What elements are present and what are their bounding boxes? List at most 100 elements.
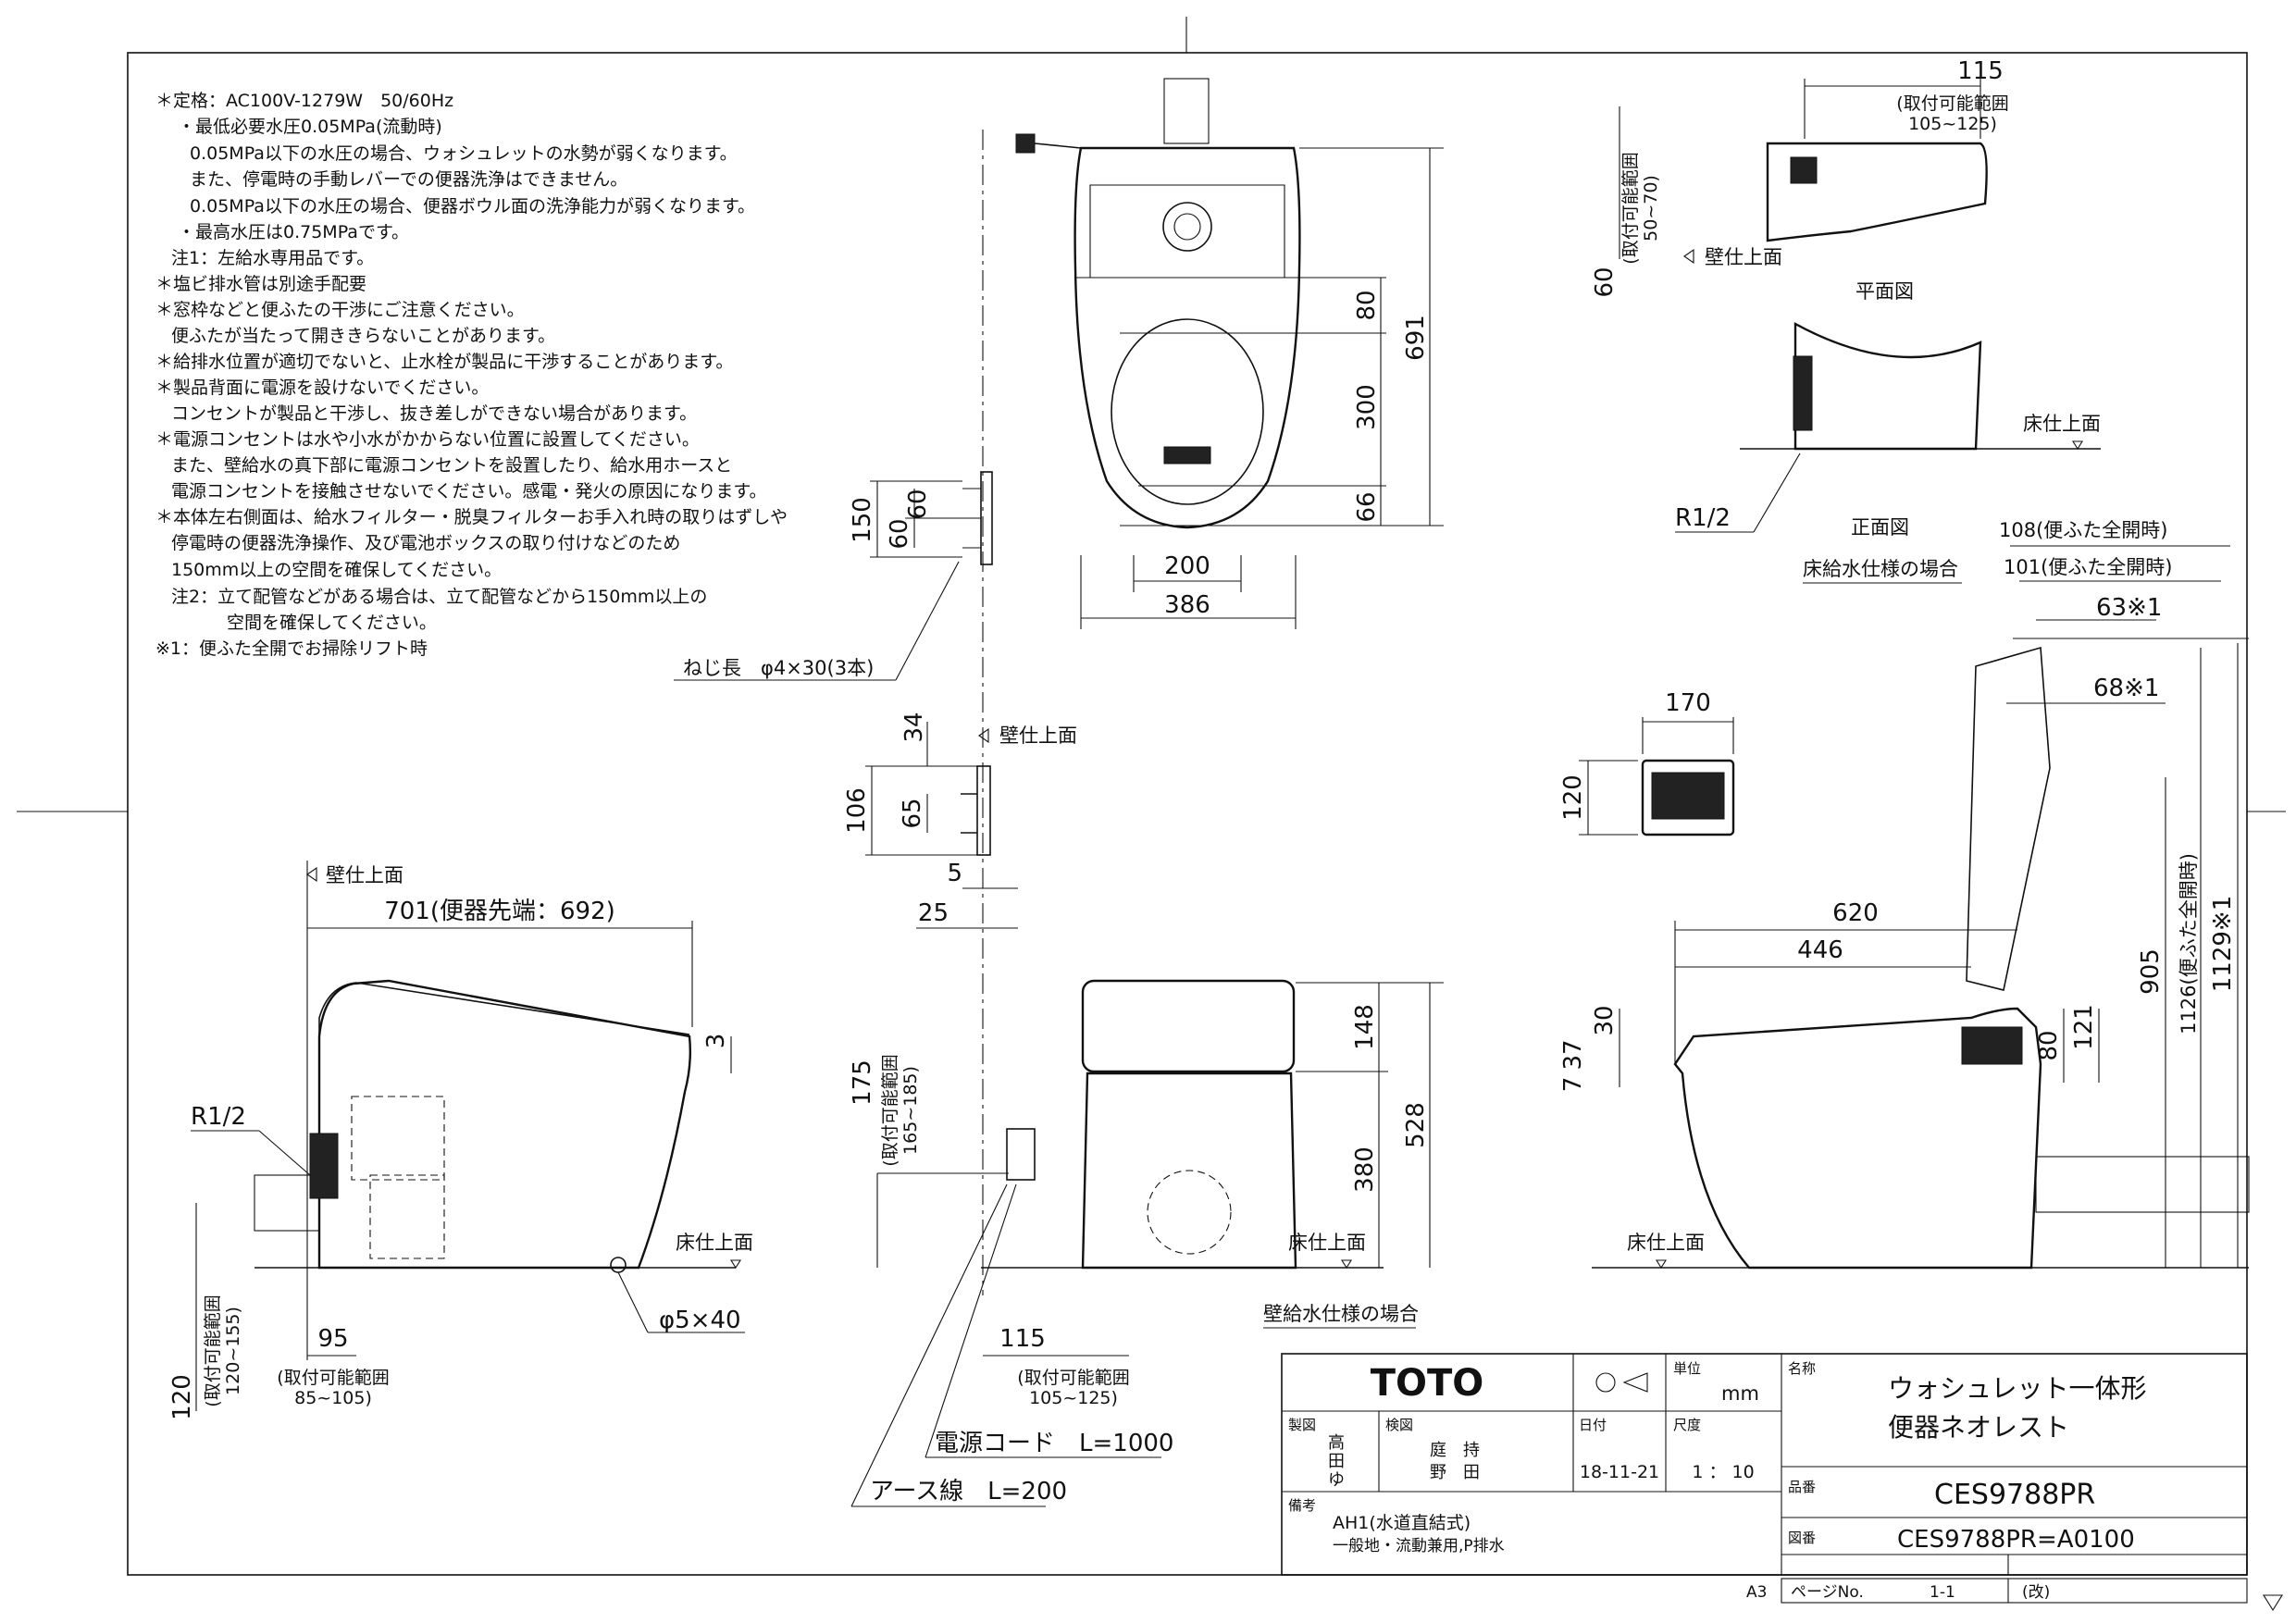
dim-691: 691 [1402, 315, 1430, 361]
name-label: 名称 [1788, 1360, 1816, 1377]
note-line: 電源コンセントを接触させないでください。感電・発火の原因になります。 [171, 481, 767, 502]
dim-68: 68※1 [2093, 675, 2159, 702]
checked-label: 検図 [1385, 1417, 1413, 1433]
checked-by: 庭 持 [1430, 1441, 1480, 1460]
note-line: ＊定格：AC100V-1279W 50/60Hz [155, 91, 453, 111]
product-name-2: 便器ネオレスト [1888, 1412, 2069, 1443]
plan-outline [1766, 142, 1988, 242]
tank-cover [1089, 184, 1285, 279]
vent-slot [1163, 446, 1211, 465]
orientation-mark [2263, 1594, 2283, 1612]
date: 18-11-21 [1580, 1462, 1659, 1482]
floor-finish-label: 床仕上面 [1288, 1232, 1366, 1254]
wall-marker [978, 727, 989, 744]
drawn-by: ゆ [1328, 1470, 1345, 1490]
note-line: ＊塩ビ排水管は別途手配要 [155, 274, 366, 294]
note-line: ＊窓枠などと便ふたの干渉にご注意ください。 [155, 300, 525, 320]
side-view-right: 108(便ふた全開時) 101(便ふた全開時) 63※1 68※1 620 44… [1559, 519, 2250, 1270]
note-line: 停電時の便器洗浄操作、及び電池ボックスの取り付けなどのため [171, 533, 680, 553]
dim-148: 148 [1351, 1004, 1379, 1050]
dim-120: 120 [1559, 774, 1587, 821]
dim-5: 5 [947, 860, 962, 887]
date-label: 日付 [1579, 1417, 1607, 1433]
note-line: 空間を確保してください。 [227, 613, 437, 633]
note-line: ＊製品背面に電源を設けないでください。 [155, 378, 489, 398]
dim-80: 80 [1353, 290, 1381, 320]
brand-logo: TOTO [1371, 1362, 1484, 1405]
dim-34: 34 [900, 712, 928, 742]
note-line: 注2：立て配管などがある場合は、立て配管などから150mm以上の [171, 587, 707, 607]
earth-label: アース線 L=200 [870, 1478, 1067, 1505]
front-view: 床仕上面 壁給水仕様の場合 148 380 528 175 (取付可能範囲165… [849, 979, 1444, 1507]
dim-7: 7 [1559, 1077, 1587, 1093]
bowl-outline [1074, 146, 1301, 529]
anchor-bolt [610, 1257, 627, 1273]
note-line: また、停電時の手動レバーでの便器洗浄はできません。 [190, 169, 627, 190]
floor-finish-label: 床仕上面 [676, 1232, 753, 1254]
drain-pipe [1163, 78, 1210, 144]
unit: mm [1721, 1382, 1759, 1405]
dim-115: 115 [999, 1325, 1046, 1353]
dim-1126: 1126(便ふた全開時) [2178, 853, 2200, 1035]
part-label: 品番 [1788, 1479, 1816, 1495]
body-outline [317, 979, 692, 1270]
internal-parts [369, 1174, 445, 1259]
floor-marker [2072, 440, 2083, 451]
bracket-plate [976, 765, 991, 856]
bowl-opening [1111, 318, 1264, 505]
front-outline [1793, 321, 1982, 451]
general-notes: ＊定格：AC100V-1279W 50/60Hz ・最低必要水圧0.05MPa(… [155, 91, 788, 659]
note-line: ・最低必要水圧0.05MPa(流動時) [178, 117, 442, 137]
product-name-1: ウォシュレット一体形 [1888, 1373, 2146, 1404]
note-line: コンセントが製品と干渉し、抜き差しができない場合があります。 [171, 403, 697, 424]
wall-marker [306, 866, 317, 883]
remarks-2: 一般地・流動兼用,P排水 [1333, 1537, 1505, 1555]
case-caption: 床給水仕様の場合 [1803, 558, 1958, 580]
dim-175: 175 [849, 1059, 876, 1106]
dim-300: 300 [1353, 384, 1381, 430]
dim-95: 95 [317, 1325, 348, 1353]
projection-cone-icon [1622, 1372, 1648, 1393]
note-line: 便ふたが当たって開ききらないことがあります。 [171, 326, 555, 346]
leader [895, 561, 960, 681]
note-line: ※1：便ふた全開でお掃除リフト時 [155, 638, 428, 659]
leader [850, 1183, 1008, 1507]
supply-hose [1034, 142, 1082, 149]
wall-marker [1683, 248, 1694, 265]
front-caption: 正面図 [1851, 516, 1909, 539]
drawing-frame [127, 52, 2248, 1576]
body-outline [1673, 1007, 2042, 1270]
deodorizer [1961, 1026, 2023, 1065]
remote-body [1641, 759, 1735, 836]
floor-finish-label: 床仕上面 [1627, 1232, 1705, 1254]
anchor-label: φ5×40 [659, 1307, 741, 1334]
dim-3: 3 [702, 1034, 730, 1049]
floor-marker [730, 1259, 741, 1270]
dim-200: 200 [1164, 552, 1210, 580]
remote-control: 170 120 [1559, 689, 1735, 836]
leader [617, 1271, 649, 1333]
seat-outline [318, 982, 690, 1036]
drain-pipe [2035, 1156, 2250, 1213]
dim-528: 528 [1402, 1102, 1430, 1148]
dim-905: 905 [2137, 948, 2165, 995]
valve [1790, 156, 1818, 184]
wall-bracket-detail: 壁仕上面 34 106 65 5 25 [843, 712, 1077, 929]
note-line: ＊本体左右側面は、給水フィルター・脱臭フィルターお手入れ時の取りはずしや [155, 507, 788, 527]
dim-101: 101(便ふた全開時) [2004, 556, 2172, 578]
dim-80: 80 [2035, 1030, 2063, 1060]
screw-label: ねじ長 φ4×30(3本) [683, 657, 874, 679]
leader [925, 1183, 1017, 1458]
dim-30: 30 [1591, 1005, 1619, 1035]
outlet-inner [1173, 213, 1201, 241]
dim-66: 66 [1353, 491, 1381, 522]
wall-finish-label: 壁仕上面 [326, 864, 403, 886]
drawing-no: CES9788PR=A0100 [1897, 1526, 2135, 1554]
dim-170: 170 [1665, 689, 1711, 717]
